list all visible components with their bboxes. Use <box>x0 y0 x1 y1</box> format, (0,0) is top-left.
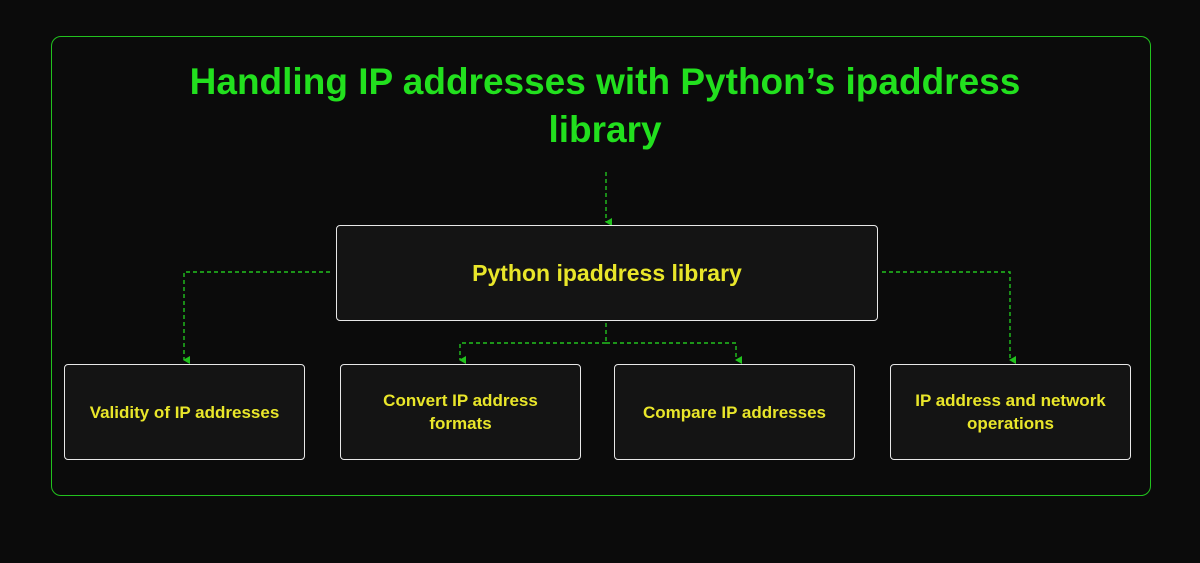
child-node-label: Convert IP address formats <box>383 391 538 433</box>
child-node-operations: IP address and network operations <box>890 364 1131 460</box>
child-node-compare: Compare IP addresses <box>614 364 855 460</box>
child-node-validity: Validity of IP addresses <box>64 364 305 460</box>
child-node-label: Validity of IP addresses <box>89 402 280 422</box>
diagram-frame <box>51 36 1151 496</box>
root-node-label: Python ipaddress library <box>472 259 742 286</box>
root-node: Python ipaddress library <box>336 225 878 321</box>
child-node-label: Compare IP addresses <box>643 402 826 422</box>
child-node-convert: Convert IP address formats <box>340 364 581 460</box>
child-node-label: IP address and network operations <box>915 391 1106 433</box>
diagram-title: Handling IP addresses with Python’s ipad… <box>189 61 1021 150</box>
